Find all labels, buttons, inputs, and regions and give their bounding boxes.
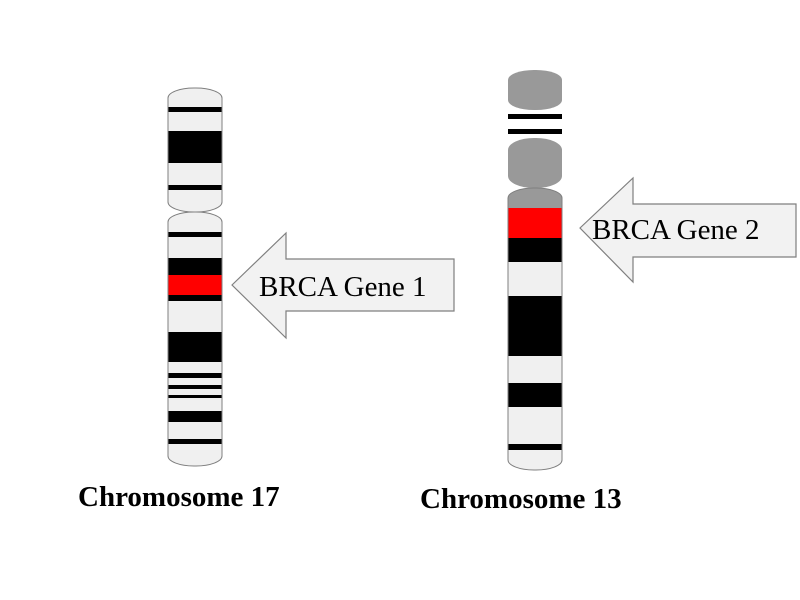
gene-band-brca1 [168,275,222,295]
left-arrow-shape [579,176,797,284]
chromosome-17 [167,87,223,467]
chromosome-17-caption: Chromosome 17 [78,481,280,513]
chromosome-13 [507,70,563,471]
chromosome-17-p-arm [167,87,223,213]
satellite-head [508,70,562,110]
gene-label-brca1: BRCA Gene 1 [259,271,427,303]
stalk-band [508,114,562,119]
chromosome-13-q-arm [507,187,563,471]
band [168,107,222,112]
band [168,295,222,301]
gene-band-brca2 [508,208,562,238]
band [168,185,222,190]
band [508,383,562,407]
band [168,232,222,237]
satellite-body [508,138,562,188]
centromere-gray [508,188,562,208]
chromosome-13-caption: Chromosome 13 [420,483,622,515]
chromosome-13-satellite [508,70,562,188]
brca-gene-1-arrow: BRCA Gene 1 [231,231,455,340]
band [168,439,222,444]
left-arrow-shape [231,231,455,340]
band [168,411,222,422]
brca-gene-2-arrow: BRCA Gene 2 [579,176,797,284]
chromosome-17-q-arm [167,211,223,467]
band [168,258,222,275]
band [168,373,222,378]
band [168,332,222,362]
band [508,238,562,262]
band [168,395,222,398]
band [168,131,222,163]
band [508,296,562,356]
band [508,444,562,450]
stalk-band [508,129,562,134]
band [168,385,222,389]
gene-label-brca2: BRCA Gene 2 [592,214,760,246]
